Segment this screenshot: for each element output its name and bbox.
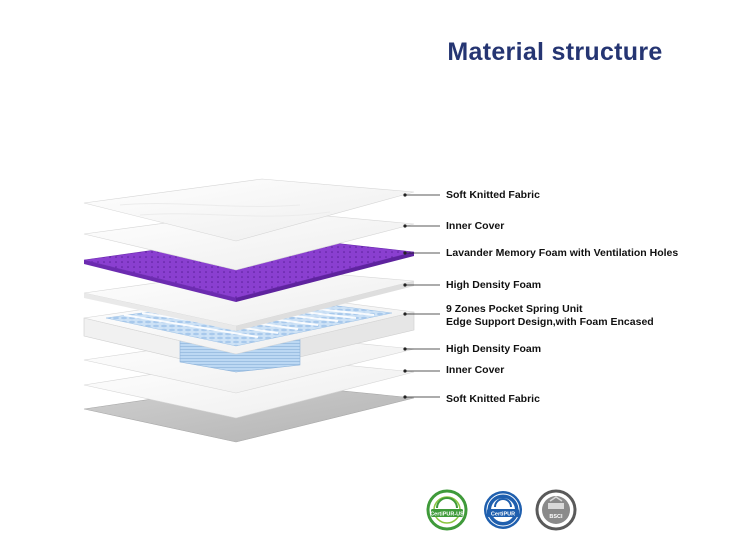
label-pocket-spring-unit-line2: Edge Support Design,with Foam Encased — [446, 316, 654, 328]
page-title: Material structure — [447, 38, 663, 66]
leader-dot-soft-knitted-fabric-bottom — [403, 395, 407, 399]
certipur-logo: CertiPUR — [484, 491, 522, 529]
label-lavender-memory-foam: Lavander Memory Foam with Ventilation Ho… — [446, 247, 678, 259]
label-inner-cover-bottom: Inner Cover — [446, 364, 504, 376]
layer-soft-knitted-fabric-top — [83, 178, 415, 242]
leader-dot-inner-cover-bottom — [403, 369, 407, 373]
label-soft-knitted-fabric-top: Soft Knitted Fabric — [446, 189, 540, 201]
leader-dot-lavender-memory-foam — [403, 251, 407, 255]
leader-dot-pocket-spring-unit — [403, 312, 407, 316]
certipur-us-logo-text: CertiPUR-US — [430, 512, 464, 518]
certipur-logo-text: CertiPUR — [491, 512, 515, 518]
label-high-density-foam-bottom: High Density Foam — [446, 343, 541, 355]
label-high-density-foam-top: High Density Foam — [446, 279, 541, 291]
certipur-us-logo: CertiPUR-US — [426, 489, 468, 531]
label-inner-cover-top: Inner Cover — [446, 220, 504, 232]
leader-dot-soft-knitted-fabric-top — [403, 193, 407, 197]
leader-dot-high-density-foam-top — [403, 283, 407, 287]
label-pocket-spring-unit: 9 Zones Pocket Spring Unit — [446, 303, 583, 315]
leader-dot-inner-cover-top — [403, 224, 407, 228]
bsci-logo: BSCI — [535, 489, 577, 531]
label-soft-knitted-fabric-bottom: Soft Knitted Fabric — [446, 393, 540, 405]
bsci-logo-text: BSCI — [549, 514, 563, 520]
leader-dot-high-density-foam-bottom — [403, 347, 407, 351]
